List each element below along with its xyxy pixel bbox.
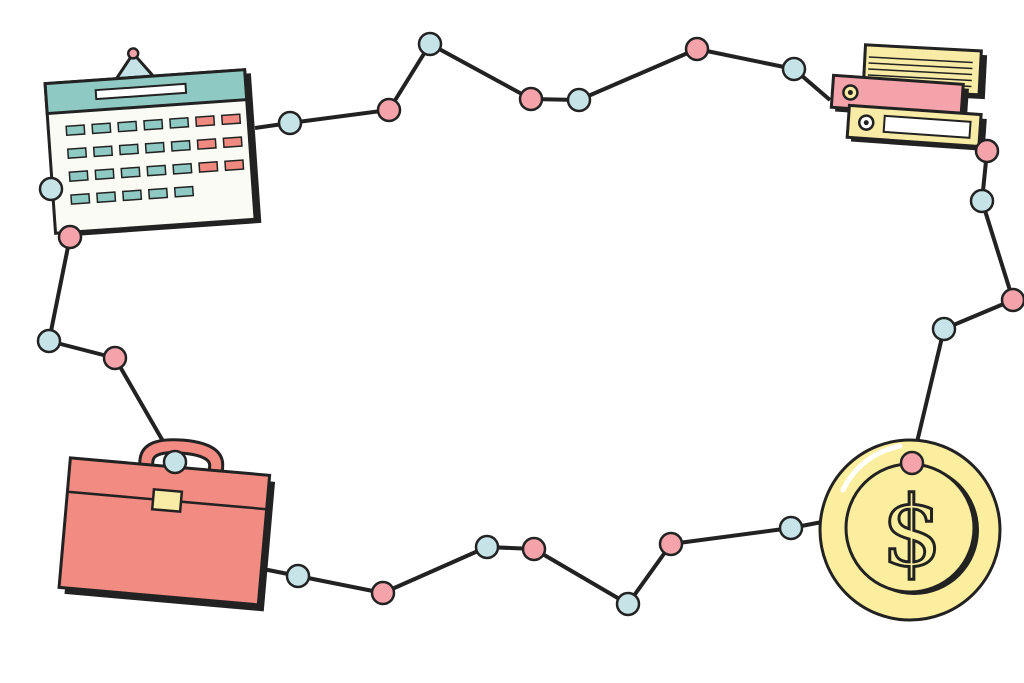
node-blue xyxy=(277,110,303,136)
binders-icon xyxy=(829,43,988,151)
node-pink xyxy=(102,345,128,371)
node-blue xyxy=(474,534,500,560)
node-pink xyxy=(370,580,396,606)
node-pink xyxy=(518,86,544,112)
connector-line xyxy=(254,42,832,130)
node-blue xyxy=(615,591,641,617)
node-pink xyxy=(57,224,83,250)
svg-text:$: $ xyxy=(881,476,942,588)
node-blue xyxy=(285,563,311,589)
node-blue xyxy=(36,328,62,354)
node-blue xyxy=(162,449,188,475)
node-pink xyxy=(376,97,402,123)
connector-line xyxy=(257,520,823,606)
node-blue xyxy=(781,56,807,82)
node-pink xyxy=(899,450,925,476)
connector-nodes xyxy=(36,31,1024,617)
node-blue xyxy=(778,515,804,541)
node-pink xyxy=(974,138,1000,164)
node-pink xyxy=(684,36,710,62)
node-blue xyxy=(969,188,995,214)
briefcase-icon xyxy=(57,438,276,612)
node-pink xyxy=(521,536,547,562)
connector-line xyxy=(910,129,1015,464)
calendar-icon xyxy=(43,47,262,237)
node-blue xyxy=(931,316,957,342)
node-pink xyxy=(1000,287,1024,313)
node-pink xyxy=(658,531,684,557)
node-blue xyxy=(566,87,592,113)
node-blue xyxy=(38,176,64,202)
node-blue xyxy=(417,31,443,57)
